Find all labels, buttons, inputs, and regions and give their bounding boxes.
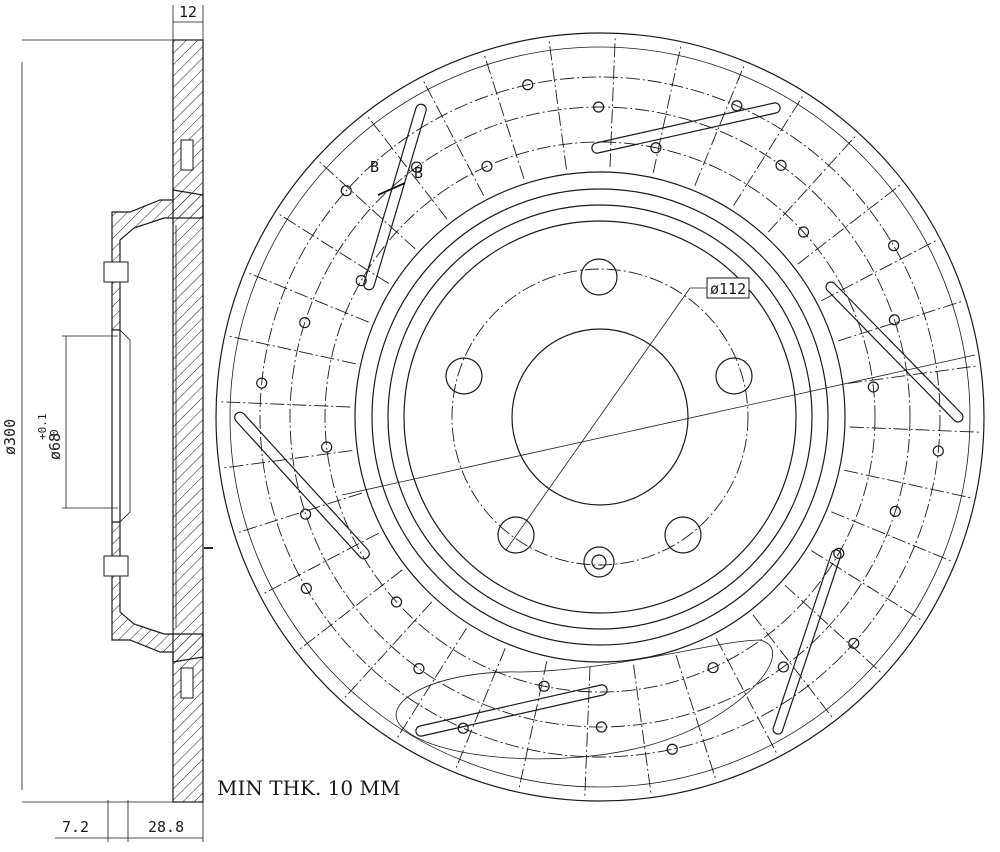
drill-hole (888, 240, 900, 252)
drill-hole (797, 226, 810, 238)
drill-hole (707, 662, 719, 674)
radial-centerline (849, 426, 982, 433)
radial-centerline (297, 569, 403, 652)
hub-center-bore (511, 328, 689, 506)
dim-bore-tol-upper: +0.1 (36, 414, 49, 441)
slot (825, 281, 964, 423)
drill-hole (538, 680, 550, 692)
radial-centerline (454, 648, 506, 771)
drill-hole (256, 377, 268, 389)
bolt-circle-leader (505, 287, 691, 551)
radial-centerline (584, 666, 591, 799)
bolt-circle (451, 268, 749, 566)
radial-centerline (483, 52, 525, 179)
drill-hole (848, 637, 860, 649)
drill-hole (457, 722, 469, 734)
radial-centerline (317, 159, 416, 250)
radial-centerline (609, 35, 616, 168)
dim-offset: 7.2 (62, 818, 89, 836)
drill-hole (321, 441, 333, 453)
drill-hole (340, 185, 352, 197)
radial-centerline (831, 511, 954, 563)
radial-centerline (838, 300, 965, 342)
drill-hole (355, 275, 367, 287)
dim-center-bore: ø68 (46, 433, 64, 460)
radial-centerline (847, 365, 979, 384)
drill-hole (867, 381, 879, 393)
section-mark-b-left: B (370, 158, 379, 176)
radial-centerline (784, 584, 883, 675)
radial-centerline (694, 63, 746, 186)
slot (591, 102, 781, 154)
radial-centerline (821, 238, 939, 302)
radial-centerline (767, 134, 858, 233)
lug-hole (445, 357, 483, 395)
radial-centerline (811, 550, 924, 622)
drill-hole (413, 663, 425, 675)
lug-hole (580, 258, 618, 296)
lug-hole (664, 516, 702, 554)
radial-centerline (342, 601, 433, 700)
drill-hole (481, 160, 493, 172)
dim-overall-height: 28.8 (148, 818, 184, 836)
drill-hole (300, 582, 312, 594)
slot (234, 411, 370, 560)
lug-hole (497, 516, 535, 554)
locating-hole (583, 546, 615, 578)
section-mark-b-right: B (414, 164, 423, 182)
radial-centerline (261, 532, 379, 596)
dim-bore-tol-lower: 0 (48, 429, 61, 436)
radial-centerline (395, 628, 467, 741)
drill-hole (666, 743, 678, 755)
radial-centerline (226, 335, 356, 365)
drill-hole (300, 508, 312, 520)
radial-centerline (218, 401, 351, 408)
radial-centerline (652, 43, 682, 173)
radial-centerline (221, 450, 353, 469)
radial-centerline (844, 469, 974, 499)
slot (415, 684, 608, 737)
drill-hole (411, 161, 423, 173)
radial-centerline (733, 93, 805, 206)
radial-centerline (633, 664, 652, 796)
radial-centerline (548, 38, 567, 170)
bolt-circle-label: ø112 (710, 280, 746, 298)
drill-hole (775, 159, 787, 171)
radial-centerline (421, 78, 485, 196)
drill-hole (522, 79, 534, 91)
min-thickness-note: MIN THK. 10 MM (217, 776, 400, 800)
radial-centerline (276, 212, 389, 284)
lug-hole (715, 357, 753, 395)
side-section-view: 12 ø300 ø68 +0.1 0 7.2 28.8 MIN THK. 10 … (1, 3, 400, 842)
drill-hole (888, 314, 900, 326)
radial-centerline (246, 271, 369, 323)
dim-outer-diameter: ø300 (1, 419, 19, 455)
section-outline (395, 639, 773, 760)
radial-centerline (715, 638, 779, 756)
radial-centerline (518, 661, 548, 791)
drill-hole (390, 596, 403, 608)
slot (363, 103, 427, 291)
drill-hole (932, 445, 944, 457)
drill-hole (592, 101, 605, 113)
drill-hole (833, 547, 845, 559)
outer-rim-circle (215, 32, 985, 802)
radial-centerline (797, 182, 903, 265)
slots (234, 102, 964, 737)
drill-hole (650, 142, 662, 154)
front-view: ø112 B B (215, 32, 985, 802)
drill-hole (595, 721, 608, 733)
drill-hole (889, 505, 901, 518)
drill-hole (777, 661, 789, 673)
radial-centerline (675, 655, 717, 782)
dim-thickness-top: 12 (179, 3, 197, 21)
slot (772, 549, 842, 735)
drill-hole (299, 316, 311, 329)
radial-centerline (365, 114, 448, 220)
radial-centerline (235, 492, 362, 534)
